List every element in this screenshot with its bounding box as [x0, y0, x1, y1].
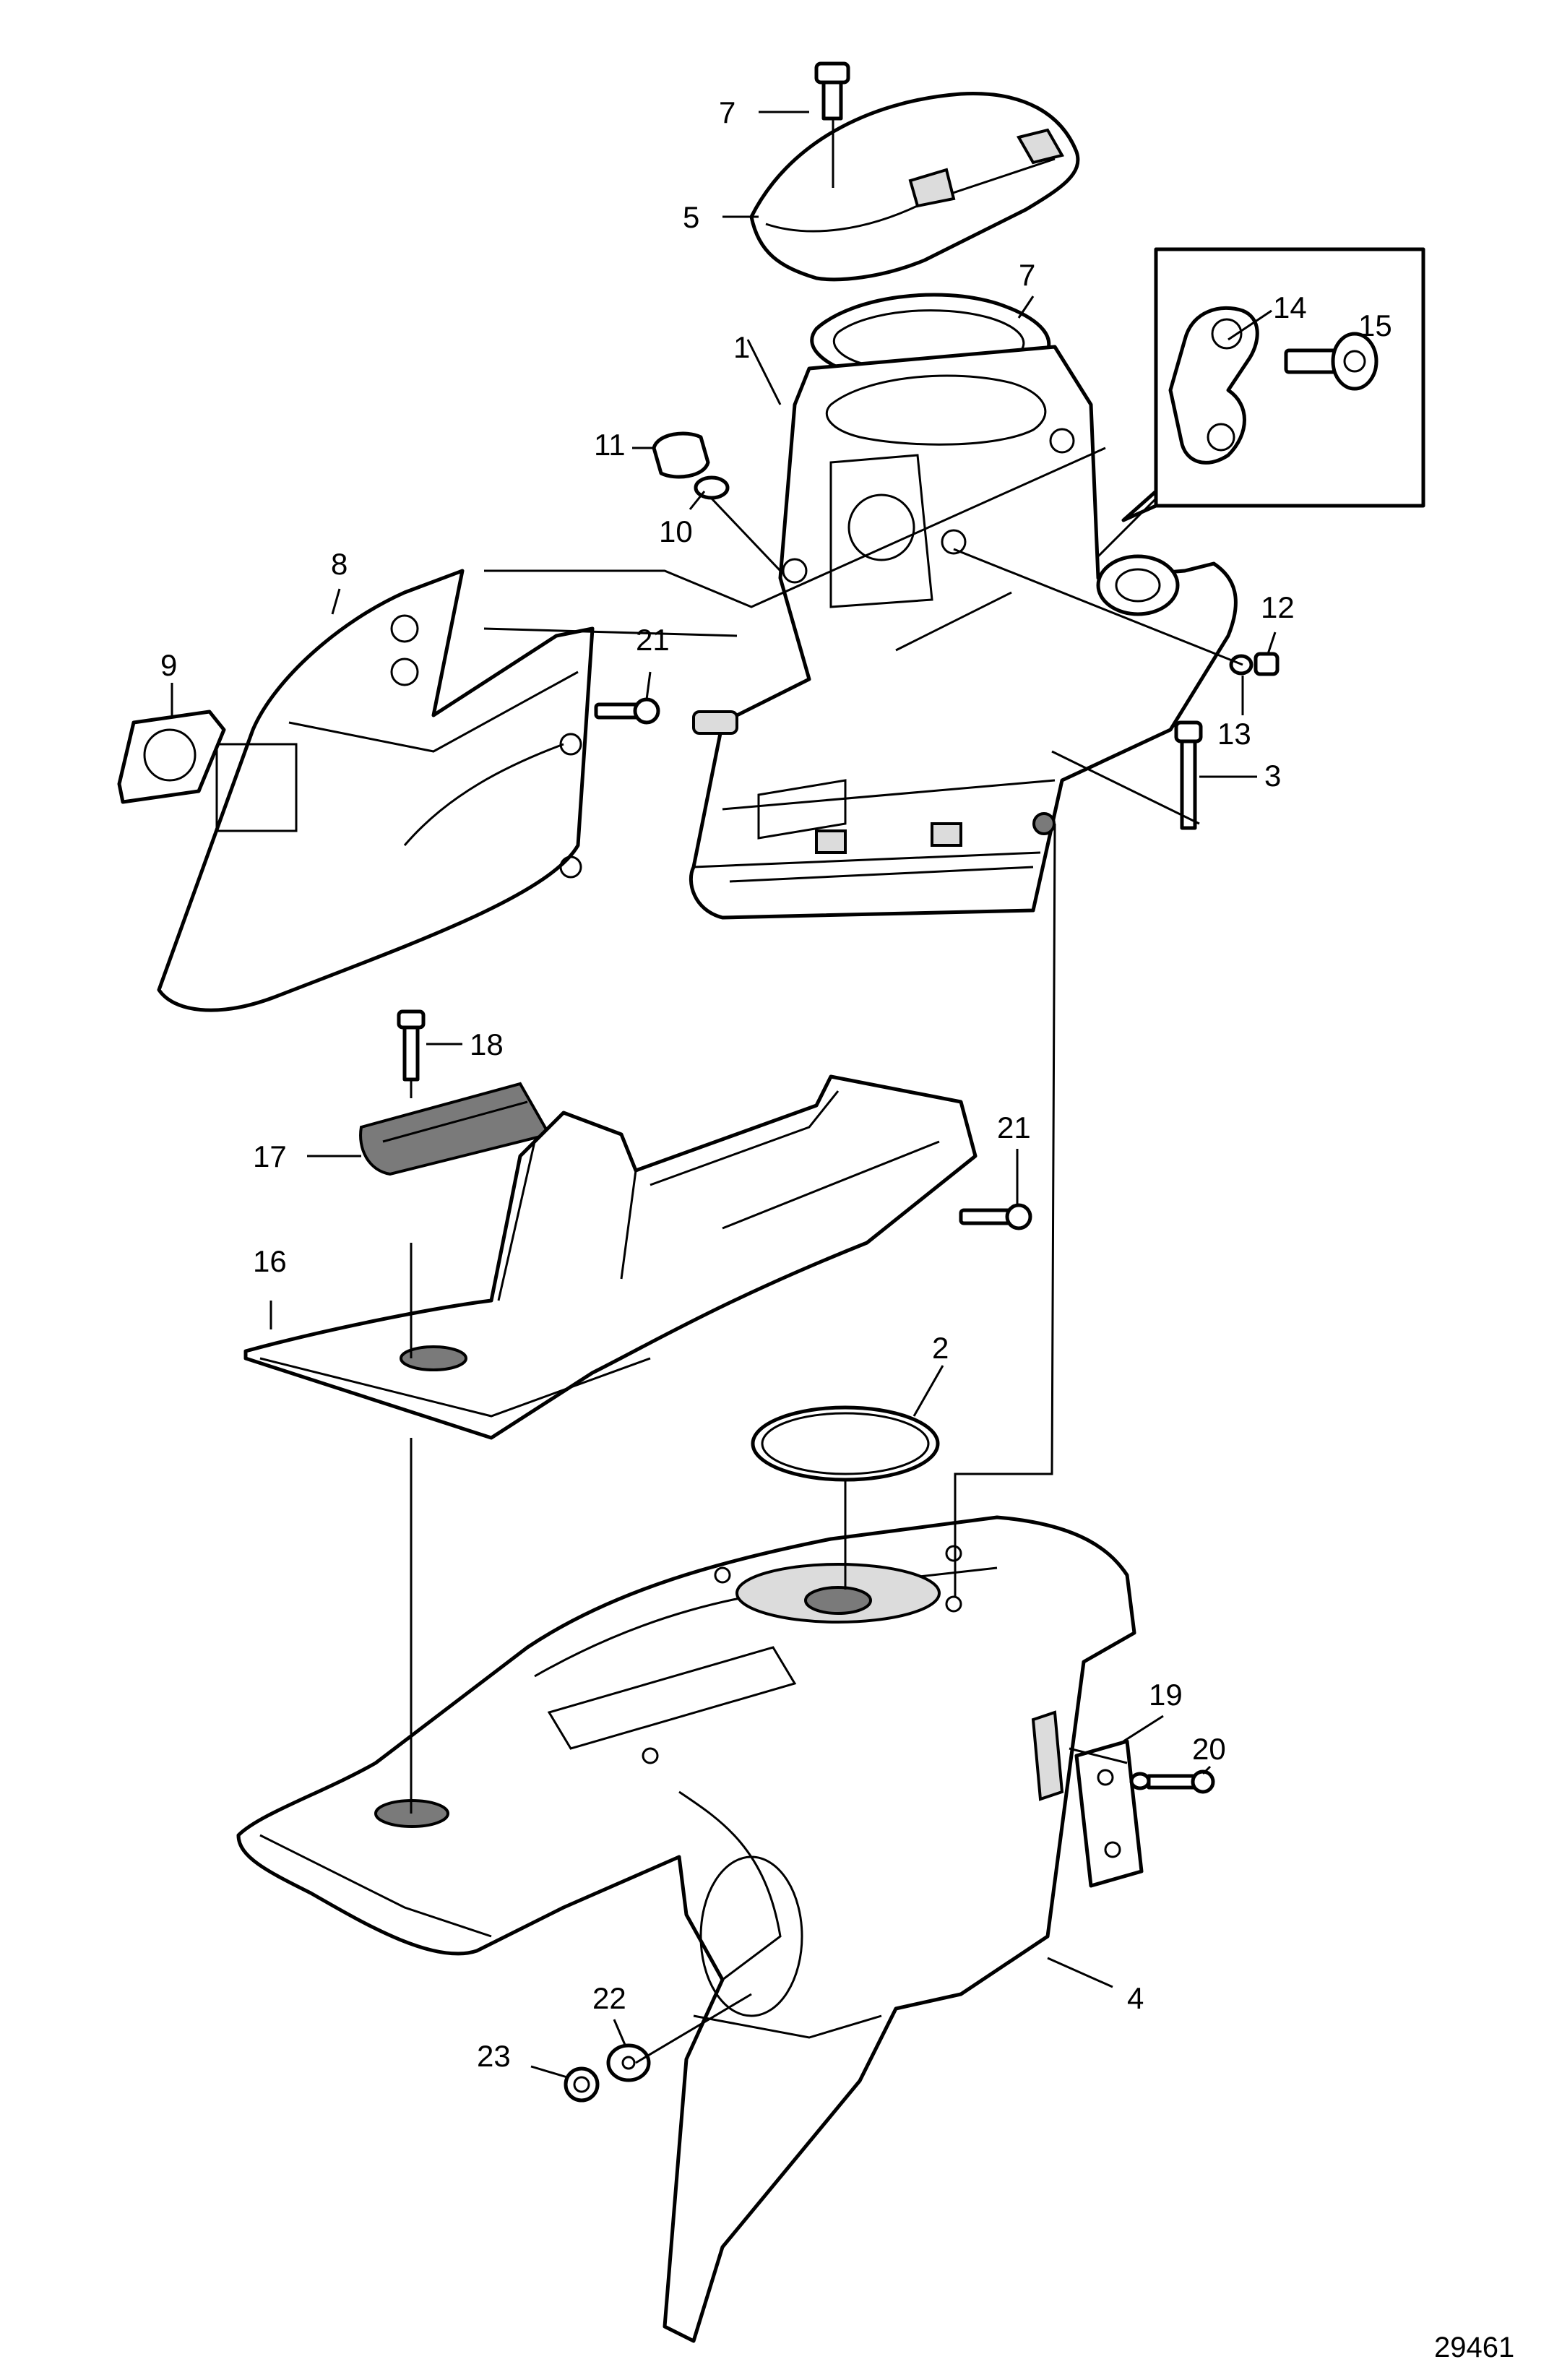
- callout-6: 7: [719, 95, 735, 129]
- callout-5: 5: [683, 200, 699, 234]
- callout-labels: 7 5 7 1 14 15 11 10 8 9 21 12 13 3 18 17…: [160, 95, 1392, 2073]
- part-11-plug: [652, 431, 710, 479]
- callout-21-lower: 21: [997, 1111, 1031, 1144]
- callout-20: 20: [1192, 1732, 1226, 1766]
- callout-19: 19: [1149, 1678, 1183, 1712]
- part-17-pad: [359, 1082, 552, 1176]
- part-2-o-ring: [751, 1405, 940, 1482]
- callout-leaders: [171, 111, 1277, 2079]
- part-5-cover: [749, 92, 1080, 282]
- part-6-bolt: [814, 61, 850, 121]
- part-22-cap: [606, 2043, 651, 2082]
- part-12-screw: [1254, 652, 1280, 676]
- part-21-screw-lower: [959, 1203, 1032, 1230]
- callout-9: 9: [160, 648, 177, 682]
- callout-18: 18: [470, 1027, 504, 1061]
- callout-13: 13: [1217, 717, 1251, 751]
- part-8-side-cover: [157, 569, 595, 1012]
- part-15-screw: [1284, 332, 1378, 391]
- inset-detail-box: [1097, 247, 1425, 558]
- assembly-lines: [410, 118, 1243, 2064]
- part-18-bolt: [397, 1009, 426, 1082]
- part-19-plate: [1074, 1739, 1144, 1888]
- callout-15: 15: [1358, 309, 1392, 342]
- part-23-lock-nut: [564, 2066, 600, 2103]
- callout-14: 14: [1273, 290, 1307, 324]
- callout-22: 22: [592, 1981, 626, 2015]
- callout-11: 11: [594, 428, 626, 462]
- part-3-bolt: [1174, 720, 1203, 830]
- callout-8: 8: [331, 547, 348, 581]
- part-1-upper-housing: [689, 345, 1238, 920]
- part-9-emblem: [117, 710, 226, 804]
- callout-1: 1: [733, 330, 750, 364]
- callout-7: 7: [1019, 258, 1035, 292]
- callout-12: 12: [1261, 590, 1295, 624]
- part-20-screw: [1129, 1769, 1215, 1794]
- callout-17: 17: [253, 1139, 287, 1173]
- callout-3: 3: [1264, 759, 1281, 793]
- callout-10: 10: [659, 514, 693, 548]
- callout-21-upper: 21: [636, 623, 670, 657]
- callout-16: 16: [253, 1244, 287, 1278]
- part-21-screw-upper: [594, 697, 660, 725]
- callout-2: 2: [932, 1331, 949, 1365]
- callout-23: 23: [477, 2039, 511, 2073]
- part-4-lower-housing: [236, 1515, 1136, 2343]
- part-14-bracket: [1168, 306, 1259, 465]
- callout-4: 4: [1127, 1981, 1144, 2015]
- figure-number: 29461: [1434, 2332, 1514, 2363]
- part-16-plate: [243, 1074, 978, 1440]
